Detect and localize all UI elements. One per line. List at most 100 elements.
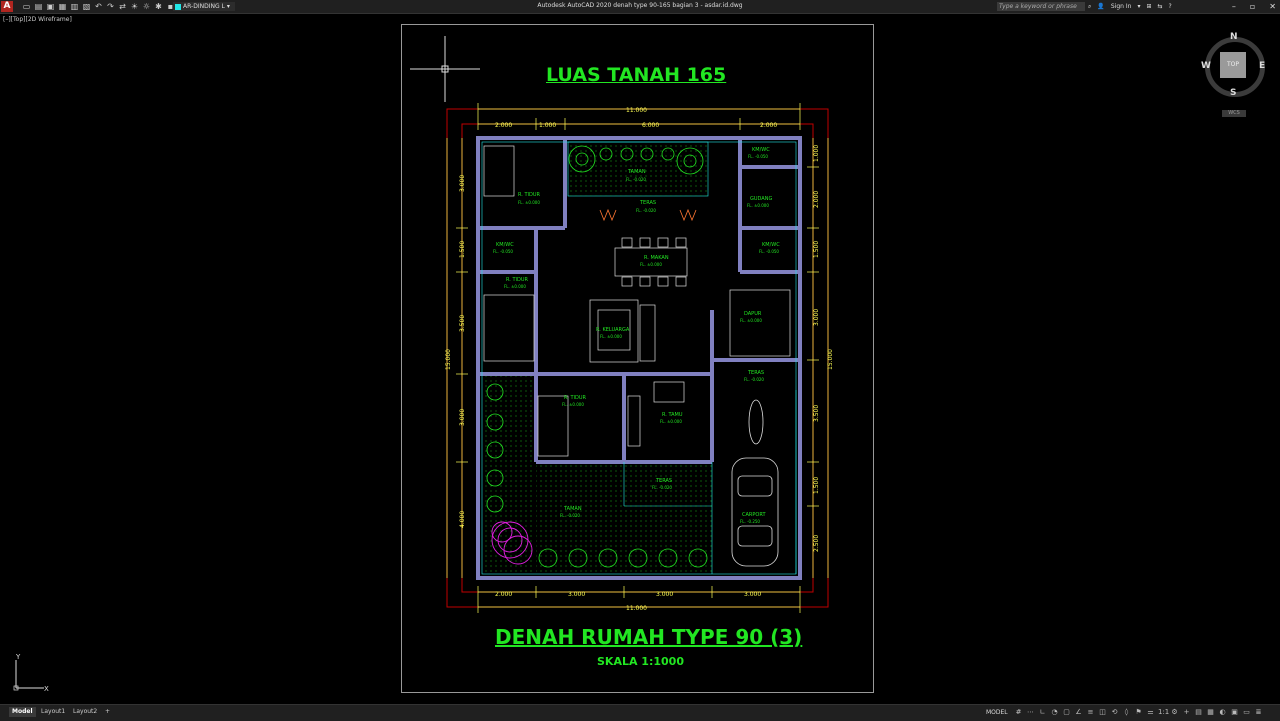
annotation-scale[interactable]: 1:1: [1158, 708, 1170, 716]
viewcube-top-face[interactable]: TOP: [1220, 52, 1246, 78]
units-icon[interactable]: ▤: [1195, 708, 1202, 716]
print-icon[interactable]: ▥: [70, 2, 79, 11]
sun-icon[interactable]: ☼: [142, 2, 151, 11]
exchange-icon[interactable]: ⇆: [1157, 3, 1163, 10]
save-as-icon[interactable]: ▦: [58, 2, 67, 11]
cart-icon[interactable]: ⊞: [1146, 3, 1152, 10]
redo-icon[interactable]: ↷: [107, 2, 114, 11]
wcs-menu[interactable]: WCS: [1222, 110, 1246, 117]
room-level: FL. ±0.000: [600, 334, 622, 339]
quick-access-toolbar: ▭ ▤ ▣ ▦ ▥ ▧ ↶ ↷ ⇄ ☀ ☼ ✱ ▪: [22, 2, 175, 11]
compass-east[interactable]: E: [1259, 61, 1266, 71]
save-icon[interactable]: ▣: [46, 2, 55, 11]
binoculars-icon[interactable]: ⌕: [1088, 3, 1092, 10]
polar-icon[interactable]: ◔: [1051, 708, 1058, 716]
room-label: R. TIDUR: [564, 395, 587, 401]
model-space-button[interactable]: MODEL: [986, 709, 1008, 716]
otrack-icon[interactable]: ∠: [1075, 708, 1082, 716]
viewcube[interactable]: TOP N S E W: [1198, 30, 1270, 102]
hardware-acceleration-icon[interactable]: ▣: [1231, 708, 1238, 716]
ortho-icon[interactable]: ∟: [1039, 708, 1046, 716]
svg-text:15.000: 15.000: [445, 349, 452, 370]
room-level: FL. -0.050: [748, 154, 768, 159]
maximize-icon[interactable]: ▫: [1249, 2, 1256, 11]
quick-properties-icon[interactable]: ▦: [1207, 708, 1214, 716]
new-file-icon[interactable]: ▭: [22, 2, 31, 11]
undo-icon[interactable]: ↶: [95, 2, 102, 11]
plan-title: DENAH RUMAH TYPE 90 (3): [495, 625, 803, 649]
auto-scale-icon[interactable]: ⚌: [1147, 708, 1154, 716]
svg-text:1.500: 1.500: [459, 241, 466, 258]
autocad-logo-icon[interactable]: A: [1, 1, 13, 12]
steps: [599, 208, 697, 222]
lightbulb-icon[interactable]: ☀: [130, 2, 139, 11]
svg-text:3.000: 3.000: [744, 591, 761, 598]
customization-icon[interactable]: ≣: [1255, 708, 1262, 716]
plot-icon[interactable]: ▧: [82, 2, 91, 11]
open-file-icon[interactable]: ▤: [34, 2, 43, 11]
grid-icon[interactable]: #: [1015, 708, 1022, 716]
svg-text:11.000: 11.000: [626, 107, 647, 114]
freeze-icon[interactable]: ✱: [155, 2, 162, 11]
room-level: FL. -0.020: [560, 513, 580, 518]
svg-text:2.500: 2.500: [813, 535, 820, 552]
osnap-icon[interactable]: ▢: [1063, 708, 1070, 716]
minimize-icon[interactable]: –: [1231, 2, 1236, 11]
isolate-objects-icon[interactable]: ◐: [1219, 708, 1226, 716]
tab-model[interactable]: Model: [9, 707, 36, 717]
tab-layout2[interactable]: Layout2: [73, 708, 98, 715]
room-label: R. KELUARGA: [596, 327, 630, 333]
lock-icon[interactable]: ▪: [167, 2, 174, 11]
room-level: FL. -0.250: [740, 519, 760, 524]
transparency-icon[interactable]: ◫: [1099, 708, 1106, 716]
plants: [486, 145, 708, 568]
search-input[interactable]: Type a keyword or phrase: [997, 2, 1085, 11]
ucs-x-label: X: [44, 685, 49, 692]
room-level: FL. -0.020: [652, 485, 672, 490]
room-labels: R. TIDUR FL. ±0.000 TAMAN FL. -0.020 TER…: [493, 147, 780, 524]
layer-color-swatch: [175, 3, 181, 10]
room-level: FL. -0.050: [493, 249, 513, 254]
ucs-y-label: Y: [15, 653, 21, 661]
annotation-monitor-icon[interactable]: +: [1183, 708, 1190, 716]
room-label: R. TIDUR: [506, 277, 529, 283]
share-icon[interactable]: ⇄: [119, 2, 126, 11]
workspace-gear-icon[interactable]: ⚙: [1171, 708, 1178, 716]
lineweight-icon[interactable]: ≡: [1087, 708, 1094, 716]
room-label: R. MAKAN: [644, 255, 669, 261]
tab-layout1[interactable]: Layout1: [41, 708, 66, 715]
viewport-label[interactable]: [–][Top][2D Wireframe]: [3, 16, 72, 23]
chevron-down-icon[interactable]: ▾: [1137, 3, 1141, 10]
walls: [476, 136, 802, 580]
svg-text:3.000: 3.000: [656, 591, 673, 598]
svg-text:11.000: 11.000: [626, 605, 647, 612]
svg-text:1.500: 1.500: [813, 477, 820, 494]
compass-north[interactable]: N: [1230, 32, 1238, 42]
car: [731, 399, 779, 567]
add-layout-button[interactable]: +: [105, 708, 111, 715]
layer-dropdown[interactable]: AR-DINDING L ▾: [173, 2, 235, 11]
clean-screen-icon[interactable]: ▭: [1243, 708, 1250, 716]
help-icon[interactable]: ?: [1168, 3, 1172, 10]
annotation-visibility-icon[interactable]: ⚑: [1135, 708, 1142, 716]
furniture: [483, 145, 791, 457]
room-level: FL. ±0.000: [518, 200, 540, 205]
room-level: FL. ±0.000: [640, 262, 662, 267]
title-right-tools: ⌕ 👤 Sign In ▾ ⊞ ⇆ ?: [1088, 1, 1172, 12]
room-level: FL. ±0.000: [747, 203, 769, 208]
selection-cycling-icon[interactable]: ⟲: [1111, 708, 1118, 716]
room-label: KM/WC: [752, 147, 770, 153]
compass-ring[interactable]: [1205, 37, 1265, 97]
room-label: R. TIDUR: [518, 192, 541, 198]
svg-text:3.000: 3.000: [813, 309, 820, 326]
room-label: TERAS: [639, 200, 656, 206]
svg-text:1.000: 1.000: [813, 145, 820, 162]
room-label: GUDANG: [750, 196, 772, 202]
snap-icon[interactable]: ⋯: [1027, 708, 1034, 716]
compass-south[interactable]: S: [1230, 88, 1237, 98]
compass-west[interactable]: W: [1201, 61, 1211, 71]
3d-osnap-icon[interactable]: ◊: [1124, 708, 1129, 716]
sign-in-button[interactable]: Sign In: [1110, 3, 1132, 10]
close-icon[interactable]: ✕: [1269, 2, 1276, 11]
user-icon[interactable]: 👤: [1097, 3, 1105, 10]
